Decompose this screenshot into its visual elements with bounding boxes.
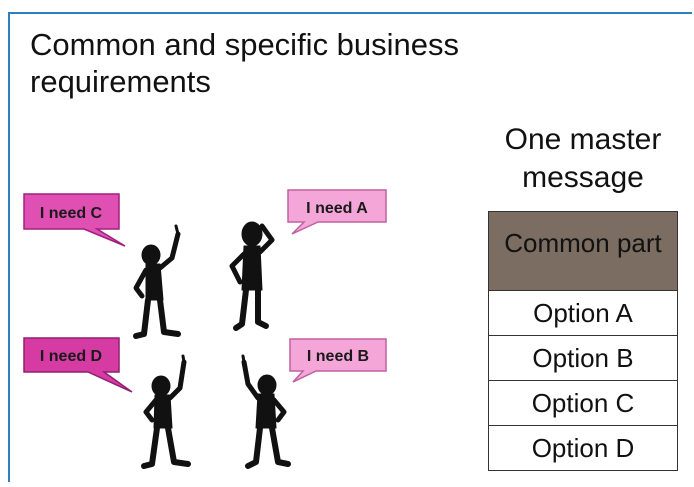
bubble-a-text: I need A [306,200,368,217]
speech-bubble-b: I need B [289,338,387,383]
option-b-block: Option B [488,336,678,381]
person-pointing-icon [241,354,291,469]
master-label-line1: One master [504,123,662,156]
person-thinking-icon [229,221,275,331]
person-pointing-icon [133,224,181,339]
bubble-d-text: I need D [40,348,102,365]
master-label-line2: message [522,161,644,194]
speech-bubble-a: I need A [287,189,387,235]
bubble-c-text: I need C [40,205,103,222]
slide-frame [8,12,692,482]
slide-title: Common and specific business requirement… [30,27,460,99]
speech-bubble-c: I need C [23,193,126,247]
bubble-b-text: I need B [307,348,369,365]
option-d-block: Option D [488,426,678,471]
speech-bubble-d: I need D [23,337,133,393]
person-pointing-icon [141,354,191,469]
option-c-block: Option C [488,381,678,426]
master-message-label: One master message [478,121,688,197]
master-message-table: Common part Option A Option B Option C O… [488,211,678,471]
option-a-block: Option A [488,291,678,336]
common-part-block: Common part [488,211,678,291]
